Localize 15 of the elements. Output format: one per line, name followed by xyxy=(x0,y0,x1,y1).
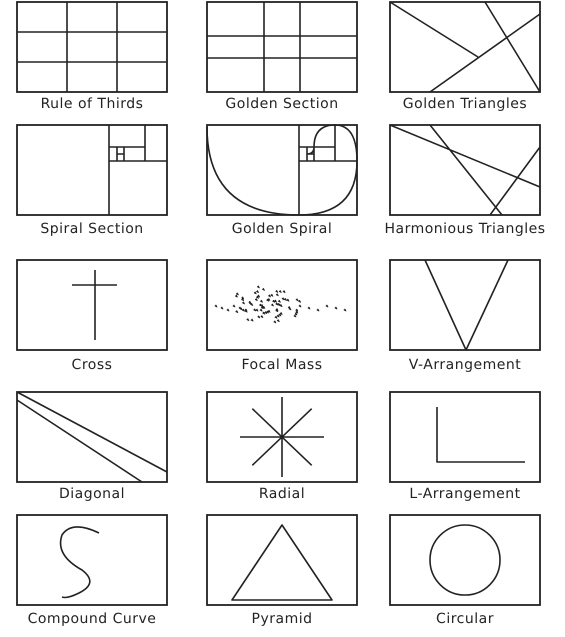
composition-label: L-Arrangement xyxy=(409,486,521,502)
composition-label: Golden Triangles xyxy=(402,96,528,112)
composition-label: V-Arrangement xyxy=(408,357,522,373)
composition-label: Compound Curve xyxy=(28,611,156,627)
composition-label: Golden Spiral xyxy=(232,221,332,237)
composition-label: Cross xyxy=(72,357,112,373)
composition-label: Radial xyxy=(258,486,306,502)
composition-label: Rule of Thirds xyxy=(40,96,144,112)
composition-label: Golden Section xyxy=(225,96,339,112)
composition-label: Spiral Section xyxy=(40,221,144,237)
composition-label: Pyramid xyxy=(252,611,312,627)
composition-label: Diagonal xyxy=(58,486,126,502)
composition-label: Circular xyxy=(436,611,494,627)
composition-label: Focal Mass xyxy=(242,357,322,373)
composition-label: Harmonious Triangles xyxy=(384,221,546,237)
